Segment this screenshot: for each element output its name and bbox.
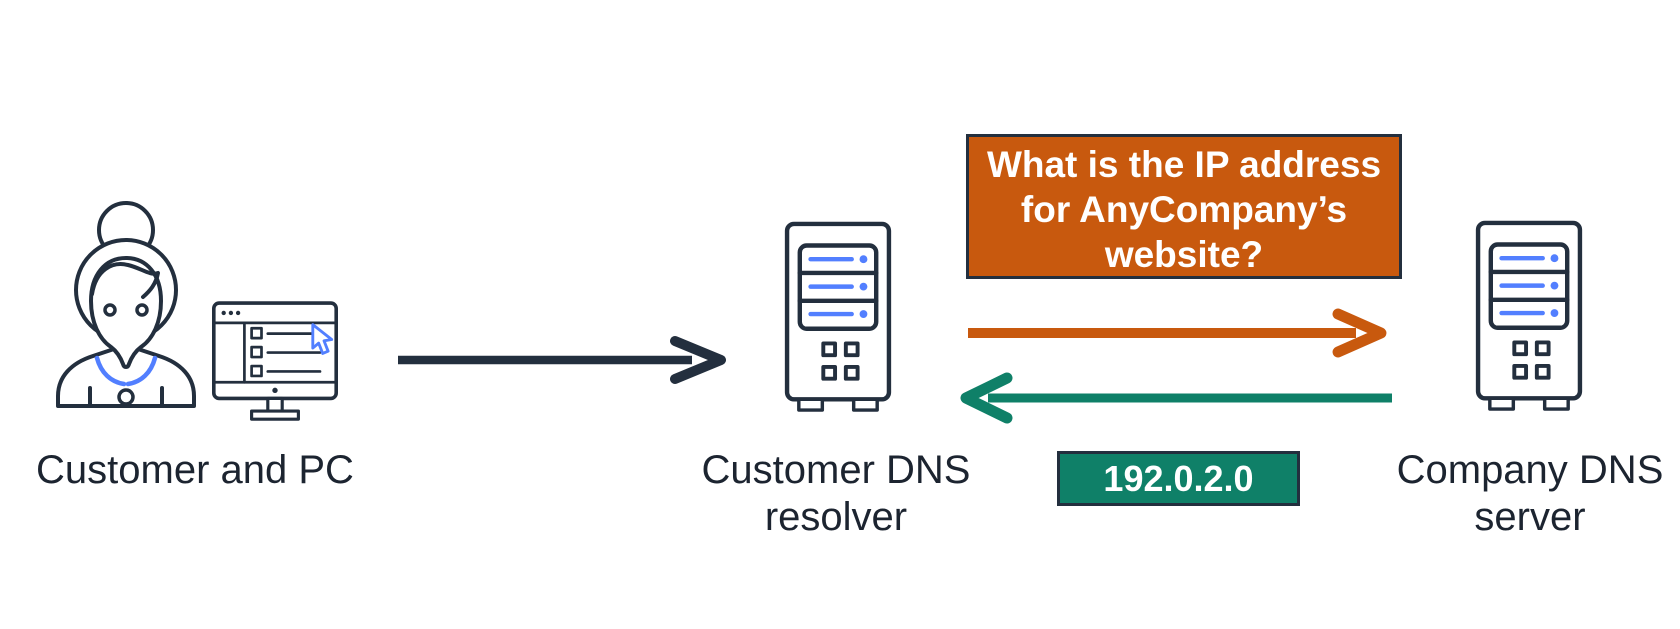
answer-message-box: 192.0.2.0 — [1057, 451, 1300, 506]
label-customer-and-pc: Customer and PC — [20, 447, 370, 494]
query-line: website? — [1104, 234, 1264, 275]
query-line: for AnyCompany’s — [1020, 189, 1348, 230]
arrow-query-to-company-server — [968, 308, 1387, 358]
label-line: server — [1474, 495, 1586, 539]
label-line: Company DNS — [1396, 448, 1664, 492]
dns-resolver-server-icon — [784, 221, 892, 412]
cursor-arrow-icon — [311, 323, 334, 355]
label-line: resolver — [764, 495, 908, 539]
arrow-answer-to-resolver — [960, 372, 1392, 424]
customer-person-icon — [56, 201, 196, 408]
label-customer-dns-resolver: Customer DNS resolver — [636, 447, 1036, 541]
query-line: What is the IP address — [986, 144, 1382, 185]
arrow-customer-to-resolver — [398, 336, 726, 384]
label-line: Customer DNS — [701, 448, 971, 492]
answer-ip-address: 192.0.2.0 — [1103, 458, 1254, 499]
company-dns-server-icon — [1475, 220, 1583, 411]
label-line: Customer and PC — [36, 448, 354, 492]
pc-browser-monitor-icon — [212, 301, 338, 421]
label-company-dns-server: Company DNS server — [1330, 447, 1680, 541]
query-message-box: What is the IP address for AnyCompany’s … — [966, 134, 1402, 279]
